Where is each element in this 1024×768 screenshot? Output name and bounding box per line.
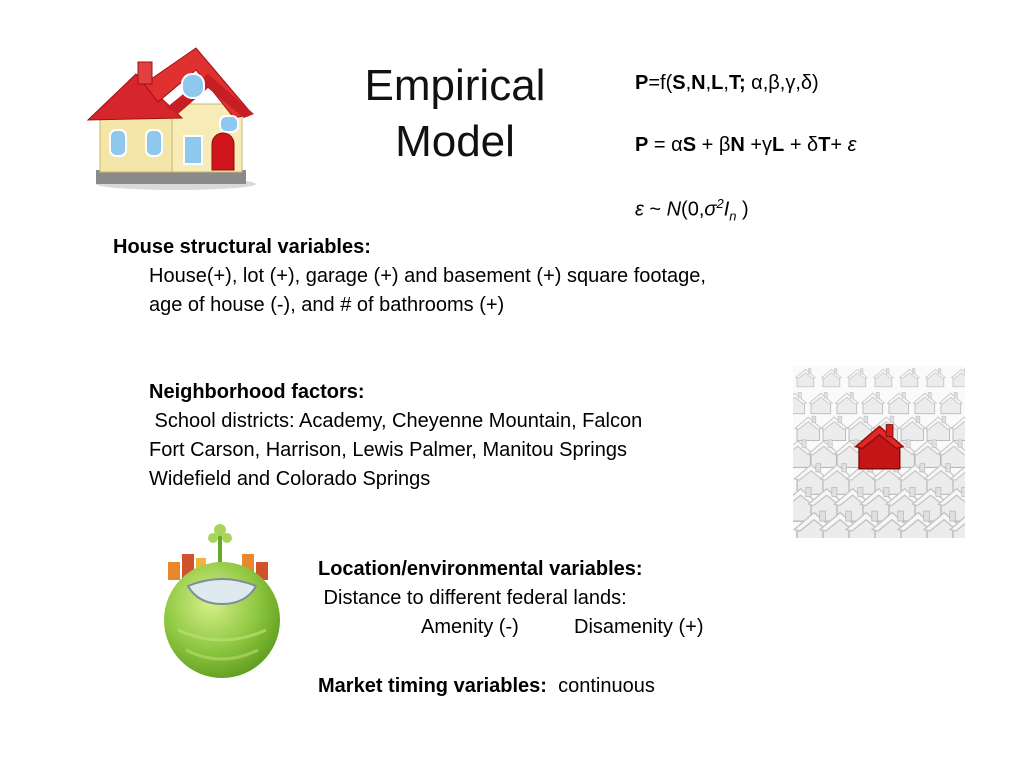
eq-superscript: 2 — [716, 196, 724, 211]
eq-symbol: S — [672, 72, 686, 94]
neighborhood-line-2: Fort Carson, Harrison, Lewis Palmer, Man… — [149, 439, 627, 461]
eq-symbol: N — [691, 72, 706, 94]
market-value: continuous — [558, 675, 655, 697]
eq-text: = α — [648, 134, 683, 156]
location-disamenity: Disamenity (+) — [574, 616, 704, 638]
eq-symbol: P — [635, 134, 649, 156]
market-line: Market timing variables: continuous — [318, 672, 655, 701]
houses-grid-image — [793, 366, 965, 538]
eq-text: , — [705, 72, 712, 94]
eq-symbol: L — [772, 134, 785, 156]
eq-symbol: ε — [635, 198, 644, 221]
neighborhood-heading: Neighborhood factors: — [149, 381, 365, 403]
eq-symbol: T — [818, 134, 831, 156]
eq-text: + δ — [784, 134, 819, 156]
equation-function-form: P=f(S,N,L,T; α,β,γ,δ) — [635, 72, 819, 95]
neighborhood-line-3: Widefield and Colorado Springs — [149, 468, 431, 490]
eq-symbol: σ — [704, 198, 717, 221]
eq-symbol: S — [682, 134, 697, 156]
eq-text: + — [830, 134, 848, 156]
eq-subscript: n — [729, 208, 737, 224]
eq-symbol: N — [666, 198, 682, 221]
green-globe-icon — [164, 524, 280, 678]
eq-text: (0, — [681, 198, 705, 221]
eq-text: +γ — [744, 134, 773, 156]
eq-text: =f( — [648, 72, 673, 94]
page-title: Empirical Model — [330, 58, 580, 170]
neighborhood-line-1: School districts: Academy, Cheyenne Moun… — [149, 410, 643, 432]
eq-symbol: T; — [728, 72, 746, 94]
eq-text: α,β,γ,δ) — [745, 72, 819, 94]
eq-symbol: I — [723, 198, 730, 221]
house-clipart-icon — [86, 47, 256, 190]
equation-linear-form: P = αS + βN +γL + δT+ ε — [635, 134, 856, 157]
market-heading: Market timing variables: — [318, 675, 547, 697]
structural-line-1: House(+), lot (+), garage (+) and baseme… — [149, 265, 706, 287]
location-line-1: Distance to different federal lands: — [318, 587, 627, 609]
eq-text: , — [723, 72, 729, 94]
location-heading: Location/environmental variables: — [318, 558, 643, 580]
equation-error-distribution: ε ~ N(0,σ2In ) — [635, 196, 749, 224]
eq-symbol: L — [711, 72, 724, 94]
eq-text: ) — [736, 198, 749, 221]
eq-text: ~ — [643, 198, 667, 221]
structural-line-2: age of house (-), and # of bathrooms (+) — [149, 294, 505, 316]
structural-heading: House structural variables: — [113, 236, 371, 258]
eq-symbol: ε — [847, 134, 857, 156]
eq-symbol: P — [635, 72, 649, 94]
eq-symbol: N — [730, 134, 745, 156]
title-line-1: Empirical — [364, 61, 546, 110]
eq-text: , — [685, 72, 692, 94]
title-line-2: Model — [395, 117, 515, 166]
location-amenity: Amenity (-) — [421, 616, 519, 638]
eq-text: + β — [696, 134, 731, 156]
